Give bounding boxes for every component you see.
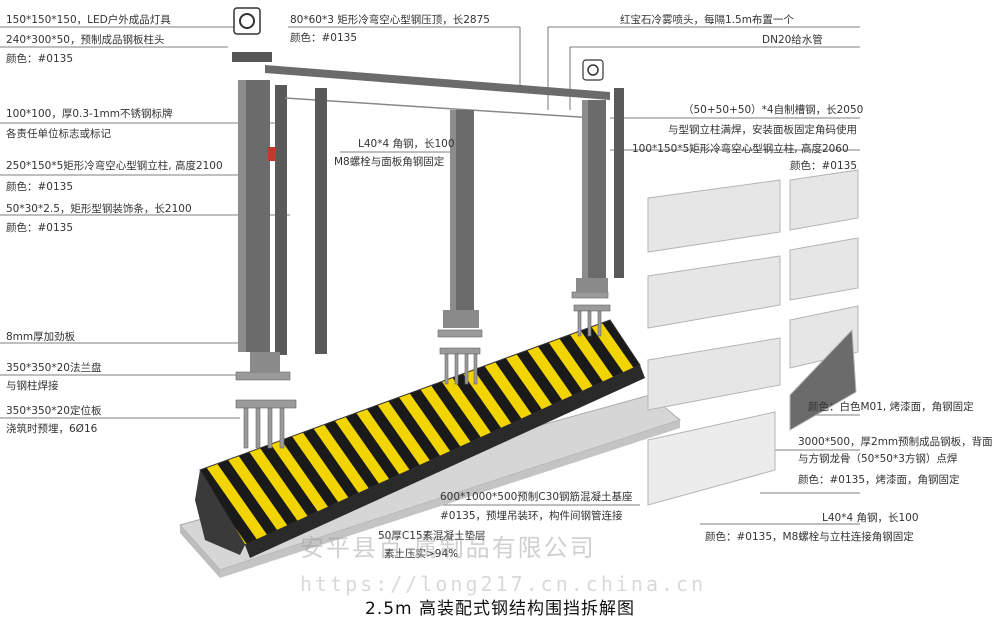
steel-panels <box>647 169 859 506</box>
label-concrete-base-note: #0135，预埋吊装环，构件间钢管连接 <box>440 510 623 522</box>
middle-post <box>315 88 479 354</box>
label-top-rail-color: 颜色：#0135 <box>290 32 358 44</box>
label-right-post-color: 颜色：#0135 <box>790 160 858 172</box>
label-panel-size: 3000*500，厚2mm预制成品钢板，背面 <box>798 436 993 448</box>
label-bolt-right: 颜色：#0135，M8螺栓与立柱连接角钢固定 <box>705 531 914 543</box>
right-post <box>576 88 624 292</box>
label-led-lamp: 150*150*150，LED户外成品灯具 <box>6 14 171 26</box>
watermark-company: 安平县百 属制品有限公司 <box>300 534 596 562</box>
leader-lines <box>0 26 860 525</box>
label-nameplate: 100*100，厚0.3-1mm不锈钢标牌 <box>6 108 173 120</box>
label-right-post: 100*150*5矩形冷弯空心型钢立柱, 高度2060 <box>632 143 849 155</box>
label-bolt-center: M8螺栓与面板角钢固定 <box>334 156 445 168</box>
label-angle-steel-center: L40*4 角钢，长100 <box>358 138 455 150</box>
label-angle-steel-right: L40*4 角钢，长100 <box>822 512 919 524</box>
label-spray-nozzle: 红宝石冷雾喷头，每隔1.5m布置一个 <box>620 14 794 26</box>
label-water-pipe: DN20给水管 <box>762 34 823 46</box>
label-channel-steel: （50+50+50）*4自制槽钢，长2050 <box>683 104 864 116</box>
label-flange-note: 与钢柱焊接 <box>6 380 59 392</box>
label-channel-steel-note: 与型钢立柱满焊，安装面板固定角码使用 <box>668 124 857 136</box>
label-nameplate-note: 各责任单位标志或标记 <box>6 128 111 140</box>
label-trim-strip-color: 颜色：#0135 <box>6 222 74 234</box>
label-main-post: 250*150*5矩形冷弯空心型钢立柱, 高度2100 <box>6 160 223 172</box>
label-cushion-layer: 50厚C15素混凝土垫层 <box>378 530 486 542</box>
label-panel-dark-color: 颜色：#0135，烤漆面，角钢固定 <box>798 474 960 486</box>
label-post-cap-color: 颜色：#0135 <box>6 53 74 65</box>
left-post <box>232 52 287 372</box>
label-soil-compaction: 素土压实>94% <box>384 548 459 560</box>
led-lamp-icon <box>233 7 604 81</box>
label-stiffener: 8mm厚加劲板 <box>6 331 76 343</box>
watermark-url: https://long217.cn.china.cn <box>300 572 707 596</box>
diagram-title: 2.5m 高装配式钢结构围挡拆解图 <box>365 599 635 619</box>
label-panel-white-color: 颜色：白色M01, 烤漆面，角钢固定 <box>808 401 974 413</box>
label-locating-plate-note: 浇筑时预埋，6Ø16 <box>6 423 98 435</box>
label-panel-keel: 与方钢龙骨（50*50*3方钢）点焊 <box>798 453 958 465</box>
anchor-bolts <box>235 291 611 449</box>
label-locating-plate: 350*350*20定位板 <box>6 405 102 417</box>
label-flange: 350*350*20法兰盘 <box>6 362 102 374</box>
label-trim-strip: 50*30*2.5，矩形型钢装饰条，长2100 <box>6 203 192 215</box>
label-main-post-color: 颜色：#0135 <box>6 181 74 193</box>
label-concrete-base: 600*1000*500预制C30钢筋混凝土基座 <box>440 491 633 503</box>
label-top-rail: 80*60*3 矩形冷弯空心型钢压顶，长2875 <box>290 14 490 26</box>
label-post-cap: 240*300*50，预制成品钢板柱头 <box>6 34 165 46</box>
